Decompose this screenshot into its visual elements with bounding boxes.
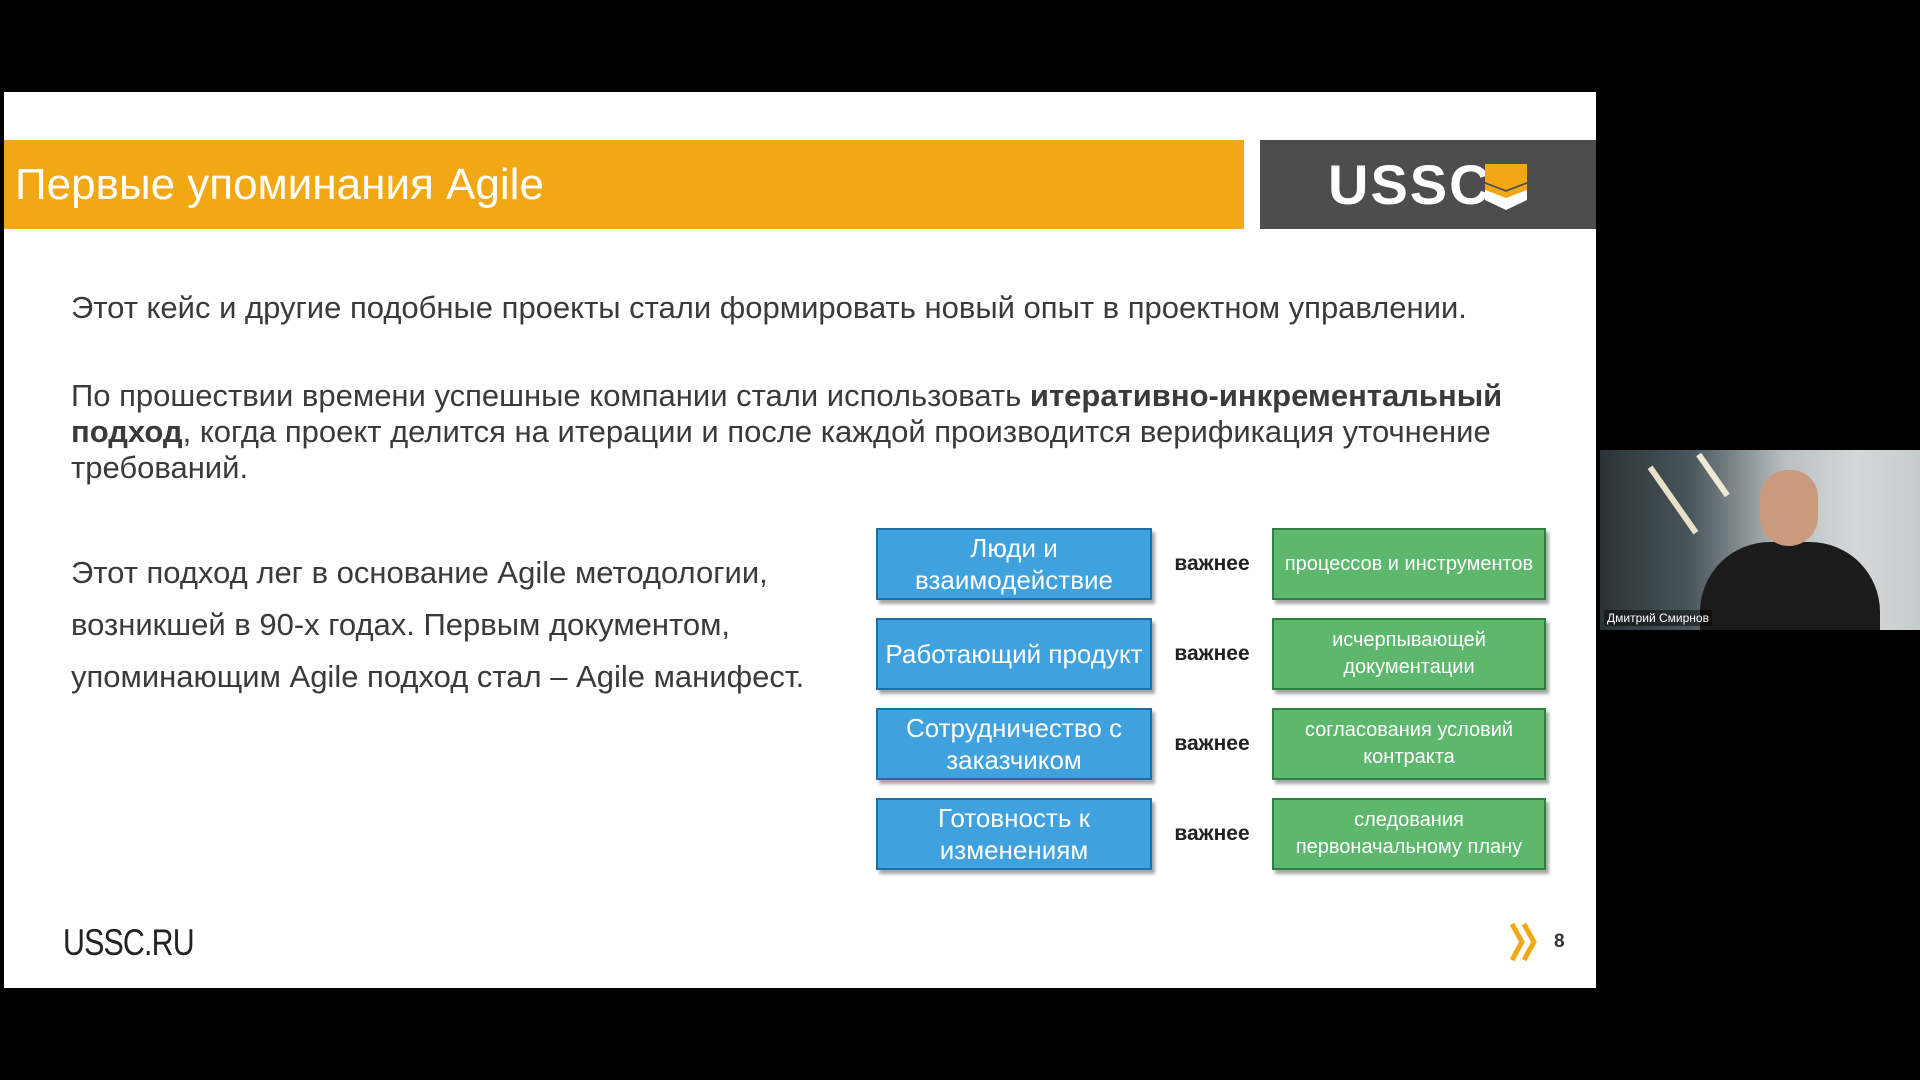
ceiling-light <box>1647 465 1699 535</box>
participant-body <box>1700 542 1880 630</box>
manifesto-row: Сотрудничество с заказчиком важнее согла… <box>876 708 1556 780</box>
manifesto-row: Готовность к изменениям важнее следовани… <box>876 798 1556 870</box>
manifesto-connector: важнее <box>1174 642 1250 665</box>
title-bar: Первые упоминания Agile <box>4 140 1244 229</box>
manifesto-over-box: процессов и инструментов <box>1272 528 1546 600</box>
paragraph-3: Этот подход лег в основание Agile методо… <box>71 555 805 694</box>
manifesto-row: Работающий продукт важнее исчерпывающей … <box>876 618 1556 690</box>
manifesto-connector: важнее <box>1174 732 1250 755</box>
footer-website: USSC.RU <box>63 922 195 963</box>
logo-text: USSC <box>1328 153 1492 216</box>
paragraph-2-bold: итеративно-инкрементальный подход <box>71 378 1503 449</box>
manifesto-over-box: исчерпывающей документации <box>1272 618 1546 690</box>
paragraph-2-end: , когда проект делится на итерации и пос… <box>71 414 1491 485</box>
manifesto-value-box: Сотрудничество с заказчиком <box>876 708 1152 780</box>
participant-head <box>1760 470 1818 546</box>
agile-manifesto-diagram: Люди и взаимодействие важнее процессов и… <box>876 528 1556 870</box>
chevrons-right-icon <box>1510 922 1537 962</box>
manifesto-connector: важнее <box>1174 822 1250 845</box>
paragraph-2: По прошествии времени успешные компании … <box>71 378 1581 486</box>
manifesto-value-box: Люди и взаимодействие <box>876 528 1152 600</box>
ussc-logo: USSC <box>1260 140 1596 229</box>
manifesto-row: Люди и взаимодействие важнее процессов и… <box>876 528 1556 600</box>
logo-mark-icon <box>1485 164 1527 210</box>
manifesto-connector: важнее <box>1174 552 1250 575</box>
manifesto-over-box: следования первоначальному плану <box>1272 798 1546 870</box>
page-number: 8 <box>1554 931 1565 952</box>
participant-name-label: Дмитрий Смирнов <box>1604 610 1712 626</box>
manifesto-value-box: Готовность к изменениям <box>876 798 1152 870</box>
slide-title: Первые упоминания Agile <box>15 160 544 209</box>
paragraph-1: Этот кейс и другие подобные проекты стал… <box>71 290 1467 325</box>
manifesto-value-box: Работающий продукт <box>876 618 1152 690</box>
manifesto-over-box: согласования условий контракта <box>1272 708 1546 780</box>
ceiling-light <box>1696 452 1730 498</box>
paragraph-2-start: По прошествии времени успешные компании … <box>71 378 1030 413</box>
presentation-slide: Первые упоминания Agile USSC Этот кейс и… <box>4 92 1596 988</box>
participant-video-tile[interactable]: Дмитрий Смирнов <box>1600 450 1920 630</box>
